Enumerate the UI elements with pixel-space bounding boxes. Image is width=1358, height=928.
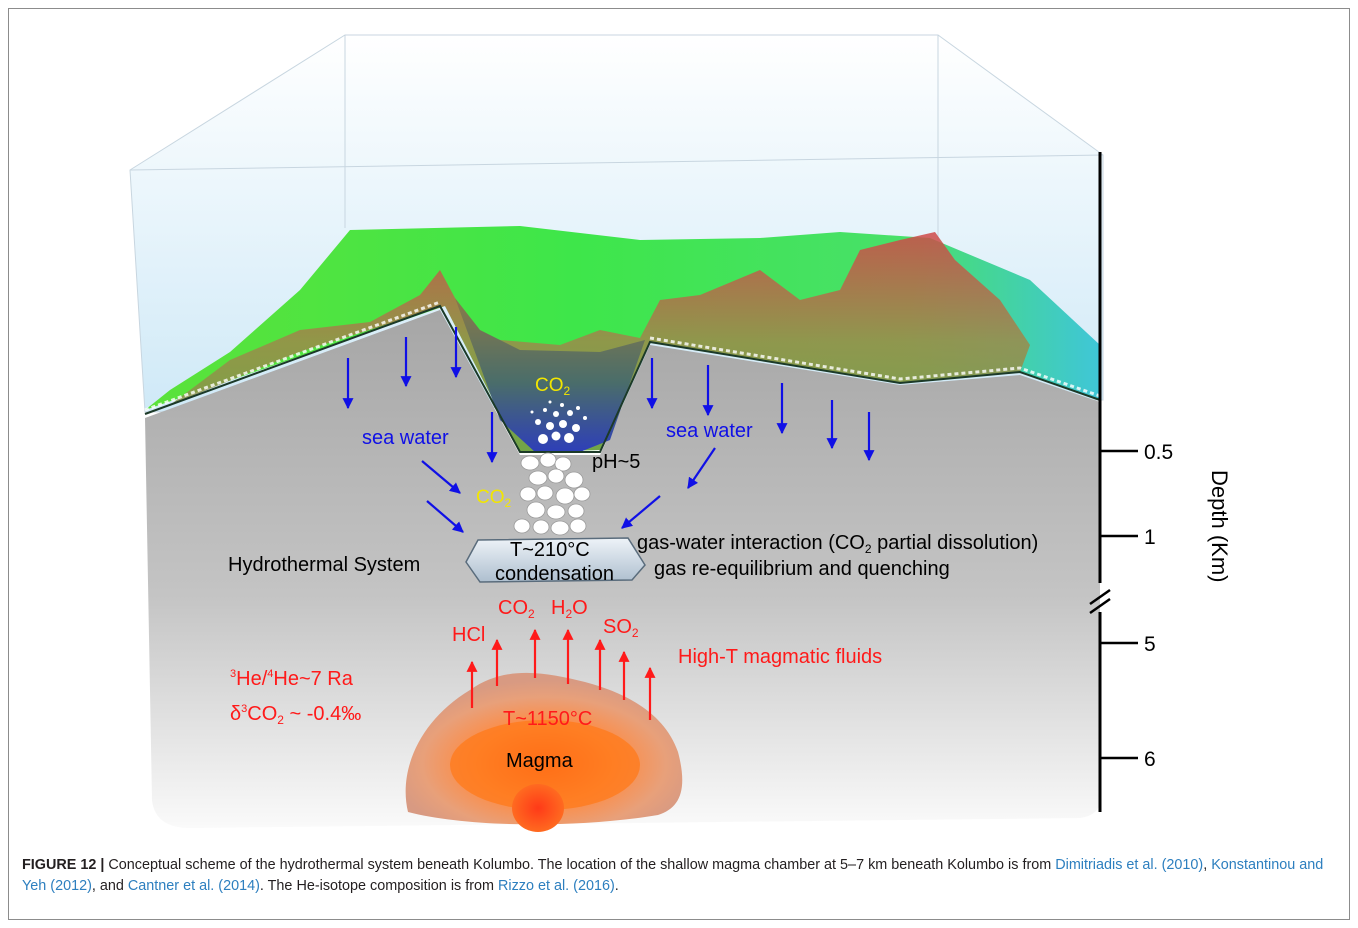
- depth-axis-title: Depth (Km): [1207, 470, 1232, 582]
- depth-tick-label: 0.5: [1144, 441, 1173, 464]
- depth-tick-label: 5: [1144, 633, 1156, 656]
- depth-tick-label: 1: [1144, 526, 1156, 549]
- seawater-arrows: [342, 327, 875, 533]
- figure-caption: FIGURE 12 | Conceptual scheme of the hyd…: [22, 855, 1338, 897]
- magmatic-fluid-arrows: [466, 628, 656, 720]
- co2-gas-label: CO2: [498, 597, 535, 621]
- depth-tick-label: 6: [1144, 748, 1156, 771]
- helium-ratio-label: 3He/4He~7 Ra: [230, 668, 354, 690]
- hcl-label: HCl: [452, 624, 485, 646]
- caption-text: . The He-isotope composition is from: [259, 878, 498, 894]
- h2o-label: H2O: [551, 597, 588, 621]
- gas-water-interaction-label: gas-water interaction (CO2 partial disso…: [637, 532, 1038, 556]
- hydrothermal-system-label: Hydrothermal System: [228, 554, 420, 576]
- co2-top-label: CO2: [535, 375, 571, 398]
- magma-chamber: [405, 672, 683, 832]
- sea-water-left-label: sea water: [362, 427, 449, 449]
- reference-link[interactable]: Rizzo et al. (2016): [497, 878, 615, 894]
- figure-number: FIGURE 12 |: [22, 857, 105, 873]
- caption-text: Conceptual scheme of the hydrothermal sy…: [104, 857, 1056, 873]
- depth-axis: [1089, 152, 1138, 812]
- co2-mid-label: CO2: [476, 487, 512, 510]
- sea-water-right-label: sea water: [666, 420, 753, 442]
- delta-co2-label: δ3CO2 ~ -0.4‰: [230, 703, 361, 727]
- reference-link[interactable]: Konstantinou and Yeh (2012): [22, 857, 1324, 894]
- gas-reequilibrium-label: gas re-equilibrium and quenching: [654, 558, 950, 580]
- caption-text: , and: [91, 878, 128, 894]
- condensation-zone: [465, 537, 646, 583]
- so2-label: SO2: [603, 616, 639, 640]
- condensation-label: condensation: [495, 563, 614, 585]
- caption-text: ,: [1203, 857, 1212, 873]
- gas-column: [513, 452, 591, 536]
- figure-frame: [8, 8, 1350, 920]
- magma-temperature-label: T~1150°C: [503, 708, 592, 730]
- crater-bubbles: [530, 400, 587, 444]
- caption-text: .: [614, 878, 619, 894]
- reference-link[interactable]: Cantner et al. (2014): [127, 878, 260, 894]
- reference-link[interactable]: Dimitriadis et al. (2010): [1055, 857, 1204, 873]
- seafloor-terrain: [144, 226, 1101, 453]
- ph-label: pH~5: [592, 451, 640, 473]
- magma-label: Magma: [506, 750, 574, 772]
- magmatic-fluids-label: High-T magmatic fluids: [678, 646, 882, 668]
- condensation-temperature: T~210°C: [510, 539, 590, 561]
